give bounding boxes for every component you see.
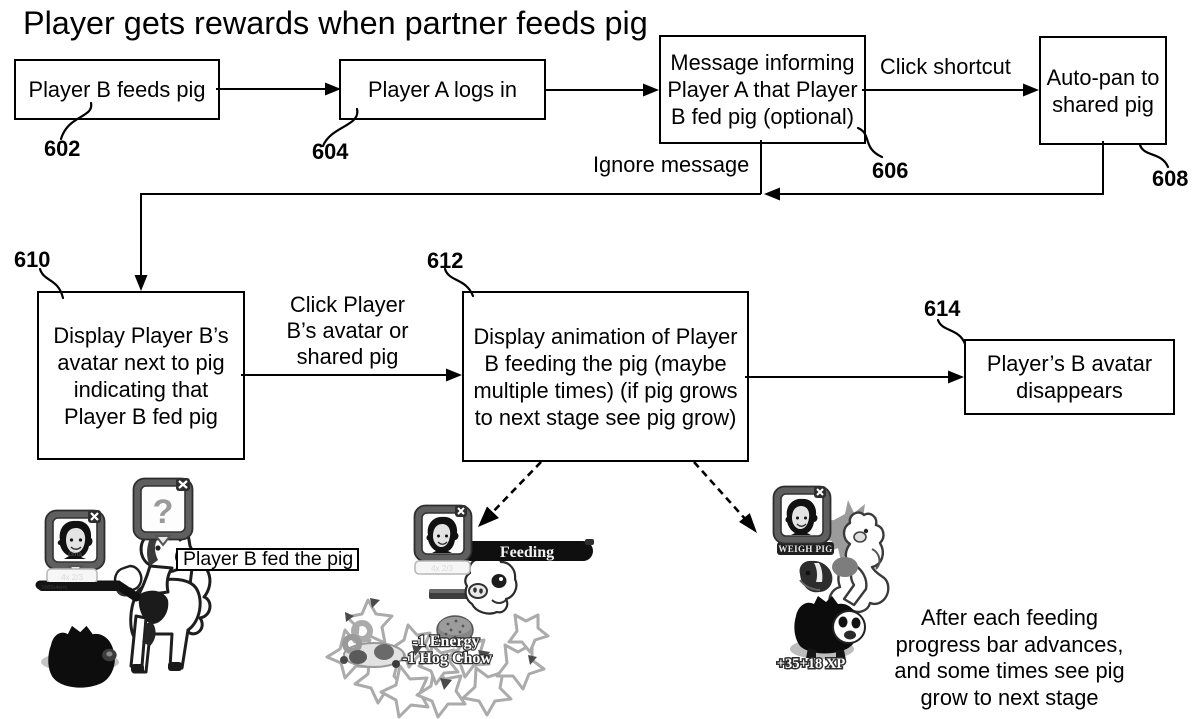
svg-text:-1 Hog Chow: -1 Hog Chow <box>402 650 492 667</box>
svg-text:4x 2/3: 4x 2/3 <box>61 573 83 582</box>
svg-text:Gina: Gina <box>68 551 82 558</box>
svg-text:Feeding: Feeding <box>500 544 554 561</box>
svg-text:?: ? <box>153 493 174 531</box>
svg-text:+35+18 XP: +35+18 XP <box>777 656 846 672</box>
svg-text:WEIGH PIG: WEIGH PIG <box>778 544 832 554</box>
svg-text:-1 Energy: -1 Energy <box>412 633 479 650</box>
svg-text:0000x4erm: 0000x4erm <box>42 585 67 591</box>
svg-text:4x 2/3: 4x 2/3 <box>431 564 453 573</box>
